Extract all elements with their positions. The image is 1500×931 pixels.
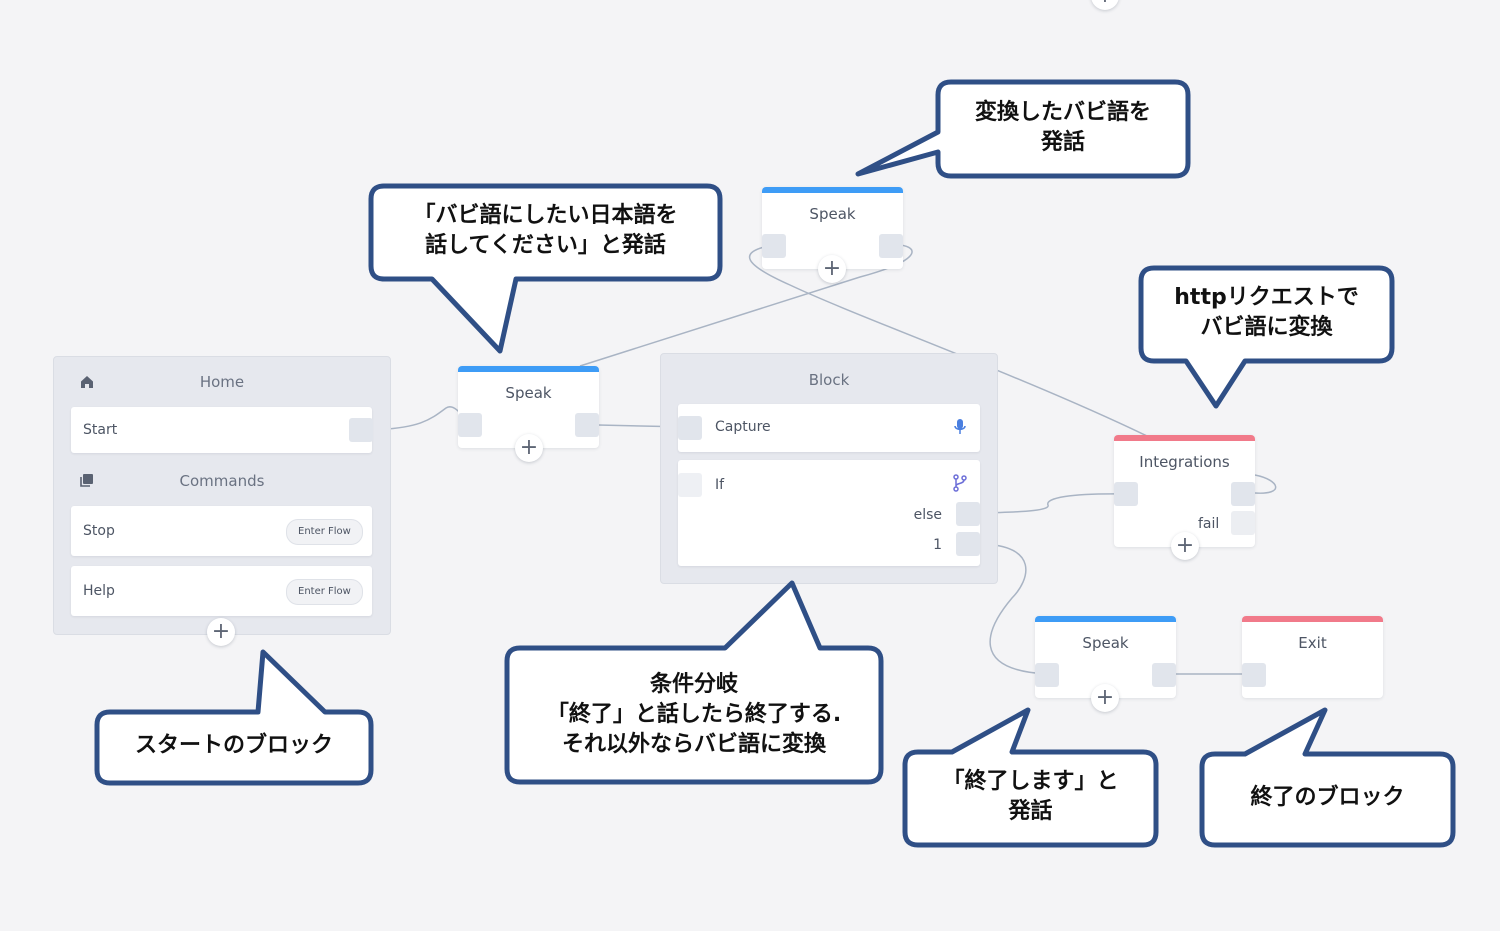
callout-exit-shape [1199,707,1456,848]
capture-label: Capture [715,419,771,435]
capture-row[interactable]: Capture [678,404,980,452]
branch-icon [952,474,968,492]
if-in-port-placeholder [678,473,702,497]
if-row[interactable]: If else 1 [678,460,980,566]
callout-home-shape [94,649,374,786]
integrations-title: Integrations [1139,453,1230,471]
command-row-stop[interactable]: Stop Enter Flow [71,506,372,556]
capture-in-port[interactable] [678,416,702,440]
commands-icon [79,472,95,488]
fail-out-port[interactable] [1231,511,1255,535]
integrations-add-button[interactable]: + [1171,532,1199,560]
speak-out-port[interactable] [575,413,599,437]
exit-color-bar [1242,616,1383,622]
callout-speak-main-text: 「バビ語にしたい日本語を 話してください」と発話 [413,203,678,258]
home-add-button[interactable]: + [207,618,235,646]
start-row[interactable]: Start [71,407,372,453]
speak-out-port[interactable] [1152,663,1176,687]
branch-1-label: 1 [933,537,942,553]
integrations-node[interactable]: Integrations fail [1114,435,1255,547]
speak-in-port[interactable] [1035,663,1059,687]
speak-title: Speak [505,384,552,402]
block-title: Block [808,371,850,389]
home-title: Home [199,373,245,391]
speak-top-add-button[interactable]: + [818,255,846,283]
if-label: If [715,477,725,493]
callout-speak-top-shape [855,79,1191,179]
speak-end-add-button[interactable]: + [1091,684,1119,712]
logic-block[interactable]: Block Capture If else 1 [660,353,998,584]
speak-node-end[interactable]: Speak [1035,616,1176,698]
integrations-out-port[interactable] [1231,482,1255,506]
speak-color-bar [762,187,903,193]
exit-node[interactable]: Exit [1242,616,1383,698]
speak-color-bar [1035,616,1176,622]
callout-integrations-text: httpリクエストで バビ語に変換 [1174,285,1359,340]
enter-flow-button-help[interactable]: Enter Flow [286,579,363,605]
speak-color-bar [458,366,599,372]
callout-speak-top-text: 変換したバビ語を 発話 [974,100,1151,155]
fail-label: fail [1198,516,1220,532]
command-label-help: Help [83,583,115,599]
else-out-port[interactable] [956,502,980,526]
enter-flow-button-stop[interactable]: Enter Flow [286,519,363,545]
speak-in-port[interactable] [458,413,482,437]
branch-1-out-port[interactable] [956,532,980,556]
callout-speak-end-shape [902,707,1159,848]
speak-title: Speak [809,205,856,223]
callout-integrations-shape [1138,265,1395,409]
callout-block-text: 条件分岐 「終了」と話したら終了する. それ以外ならバビ語に変換 [546,672,842,757]
callout-exit-text: 終了のブロック [1250,785,1405,810]
callout-speak-main-shape [368,183,723,354]
commands-title: Commands [179,472,265,490]
offscreen-add-button[interactable]: + [1091,0,1119,10]
start-out-port[interactable] [349,418,373,442]
exit-in-port[interactable] [1242,663,1266,687]
else-label: else [913,507,942,523]
callout-speak-end-text: 「終了します」と 発話 [942,769,1119,824]
command-label-stop: Stop [83,523,115,539]
integrations-in-port[interactable] [1114,482,1138,506]
microphone-icon [953,418,967,436]
callout-home-text: スタートのブロック [134,733,333,758]
speak-out-port[interactable] [879,234,903,258]
start-label: Start [83,422,118,438]
integrations-color-bar [1114,435,1255,441]
speak-title: Speak [1082,634,1129,652]
exit-title: Exit [1298,634,1327,652]
home-icon [79,374,95,390]
speak-in-port[interactable] [762,234,786,258]
command-row-help[interactable]: Help Enter Flow [71,566,372,616]
speak-main-add-button[interactable]: + [515,434,543,462]
callout-block-shape [504,580,884,785]
